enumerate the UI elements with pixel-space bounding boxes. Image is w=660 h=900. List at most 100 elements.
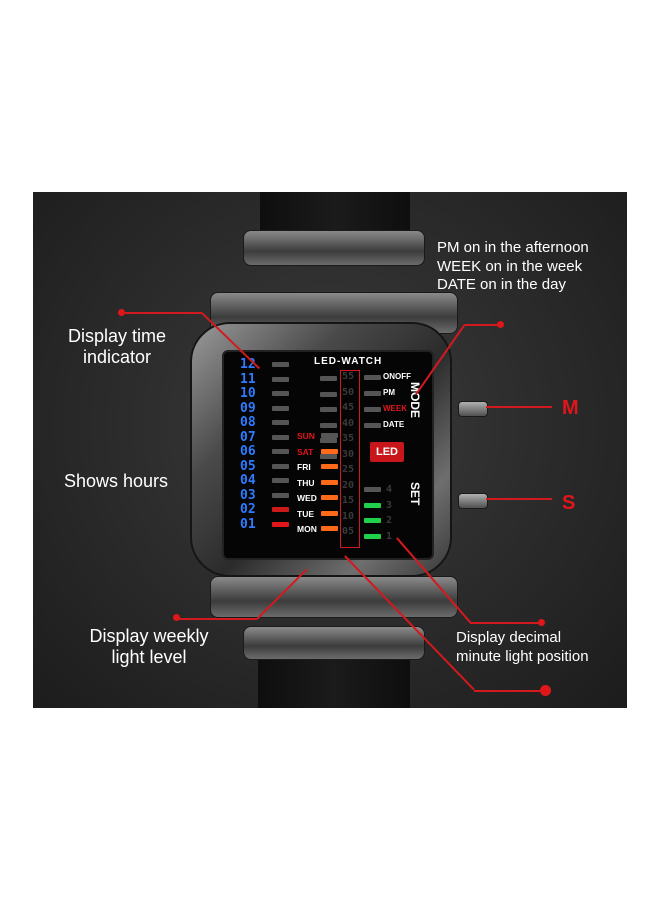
hour-led xyxy=(272,362,289,367)
set-led xyxy=(364,533,381,539)
hour-digit: 07 xyxy=(240,429,256,445)
hour-led xyxy=(272,391,289,396)
brand-label: LED-WATCH xyxy=(314,356,383,367)
minute-led xyxy=(320,422,337,428)
weekday-label: THU xyxy=(297,477,315,488)
mode-led xyxy=(364,407,381,412)
week-annotation: WEEK on in the week xyxy=(437,258,583,275)
date-annotation: DATE on in the day xyxy=(437,276,566,293)
mode-item-label: PM xyxy=(383,388,395,397)
weekday-led xyxy=(321,479,338,485)
hour-digit: 09 xyxy=(240,400,256,416)
minute-led xyxy=(320,391,337,397)
set-digit: 4 xyxy=(386,484,393,495)
weekday-label: TUE xyxy=(297,508,314,519)
hour-digit: 03 xyxy=(240,487,256,503)
minute-led xyxy=(320,407,337,412)
hour-led xyxy=(272,478,289,483)
weekday-led xyxy=(321,526,338,531)
mode-led xyxy=(364,391,381,396)
hour-led xyxy=(272,434,289,440)
hour-led xyxy=(272,376,289,382)
hour-digit: 06 xyxy=(240,444,256,459)
led-badge: LED xyxy=(370,442,404,462)
hour-led xyxy=(272,521,289,527)
set-side-button[interactable] xyxy=(458,493,488,509)
button-s-label: S xyxy=(562,492,576,514)
set-led xyxy=(364,487,381,492)
weekday-label: WED xyxy=(297,493,317,503)
minute-digit: 10 xyxy=(342,510,355,522)
minute-led xyxy=(320,453,337,459)
hour-digit: 10 xyxy=(240,386,256,401)
minute-digit: 25 xyxy=(342,464,355,475)
pointer-dot-bottom xyxy=(540,685,551,696)
hour-digit: 12 xyxy=(240,357,256,372)
weekday-led xyxy=(321,495,338,500)
weekday-label: MON xyxy=(297,524,317,534)
mode-item-label: WEEK xyxy=(383,404,407,413)
pointer-dot-mode xyxy=(497,321,504,328)
pointer-dot-weekly xyxy=(173,614,180,621)
hour-digit: 01 xyxy=(240,516,256,532)
minute-digit: 55 xyxy=(342,371,355,382)
minute-digit: 45 xyxy=(342,402,355,413)
minute-digit: 15 xyxy=(342,495,355,506)
hour-digit: 02 xyxy=(240,502,256,517)
hour-digit: 11 xyxy=(240,371,256,387)
mode-led xyxy=(364,423,381,428)
hour-led xyxy=(272,420,289,425)
minute-led xyxy=(320,438,337,443)
decimal-minute-caption-1: Display decimal xyxy=(456,629,562,646)
set-digit: 1 xyxy=(386,530,393,542)
weekday-led xyxy=(321,448,338,454)
minute-digit: 40 xyxy=(342,417,355,429)
pointer-line-s xyxy=(486,498,552,500)
weekly-light-caption-2: light level xyxy=(111,647,187,667)
weekday-label: SAT xyxy=(297,446,314,457)
minute-highlight-frame xyxy=(340,370,360,548)
weekday-led xyxy=(321,464,338,469)
pointer-line-mode xyxy=(465,324,500,326)
weekday-label: FRI xyxy=(297,462,311,472)
weekly-light-caption-1: Display weekly xyxy=(89,626,209,646)
hour-led xyxy=(272,492,289,498)
hour-digit: 08 xyxy=(240,415,256,430)
minute-digit: 30 xyxy=(342,448,355,460)
set-led xyxy=(364,518,381,523)
set-digit: 3 xyxy=(386,499,393,511)
weekday-led xyxy=(321,510,338,516)
watch-lug-bottom-inner xyxy=(210,576,458,618)
pointer-line-weekly xyxy=(177,618,257,620)
decimal-minute-caption-2: minute light position xyxy=(456,648,589,665)
weekday-led xyxy=(321,433,338,438)
hour-digit: 04 xyxy=(240,473,256,488)
hour-led xyxy=(272,405,289,411)
hour-led xyxy=(272,463,289,469)
weekday-label: SUN xyxy=(297,431,315,441)
set-led xyxy=(364,502,381,508)
time-indicator-caption-2: indicator xyxy=(82,347,152,367)
minute-digit: 05 xyxy=(342,526,355,537)
pointer-line-minute xyxy=(470,622,540,624)
shows-hours-caption: Shows hours xyxy=(63,471,169,491)
pointer-line-m xyxy=(486,406,552,408)
pm-annotation: PM on in the afternoon xyxy=(437,239,589,256)
minute-led xyxy=(320,376,337,381)
mode-item-label: DATE xyxy=(383,420,405,429)
pointer-line-bottom xyxy=(474,690,542,692)
hour-digit: 05 xyxy=(240,458,256,474)
hour-led xyxy=(272,507,289,512)
hour-led xyxy=(272,449,289,454)
button-m-label: M xyxy=(562,397,579,419)
watch-lug-top xyxy=(243,230,425,266)
watch-lug-bottom xyxy=(243,626,425,660)
mode-side-button[interactable] xyxy=(458,401,488,417)
minute-digit: 35 xyxy=(342,433,355,444)
pointer-dot-time xyxy=(118,309,125,316)
pointer-line-time xyxy=(122,312,202,314)
set-digit: 2 xyxy=(386,515,393,526)
minute-digit: 50 xyxy=(342,386,355,398)
minute-digit: 20 xyxy=(342,479,355,491)
time-indicator-caption-1: Display time xyxy=(67,326,167,346)
